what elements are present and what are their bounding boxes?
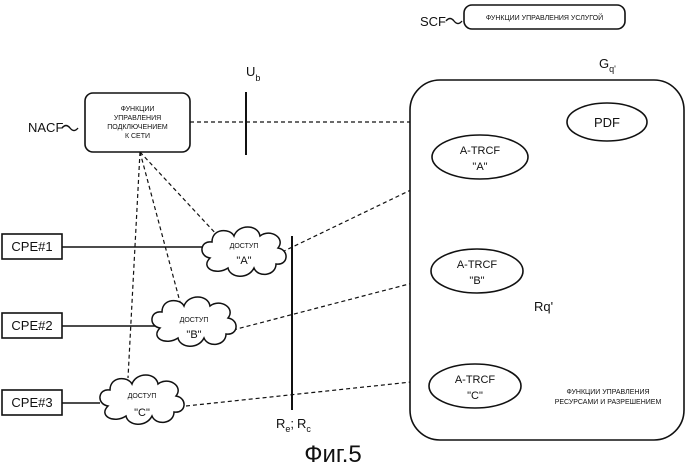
rq-label: Rq' — [534, 299, 553, 314]
trcf-b-tag: "B" — [469, 275, 484, 287]
access-b-tag: "B" — [186, 329, 201, 341]
nacf-box-line-1: ФУНКЦИИ — [121, 106, 155, 113]
cpe3-label: CPE#3 — [11, 395, 52, 410]
racf-caption-line-1: ФУНКЦИИ УПРАВЛЕНИЯ — [566, 389, 649, 396]
pdf-label: PDF — [594, 115, 620, 130]
access-b-word: ДОСТУП — [180, 317, 209, 324]
trcf-c-name: A-TRCF — [455, 374, 496, 386]
trcf-a-tag: "A" — [472, 161, 487, 173]
nacf-box-line-4: К СЕТИ — [125, 133, 150, 140]
access-c-word: ДОСТУП — [128, 393, 157, 400]
ub-label: Ub — [246, 64, 260, 83]
access-c-tag: "C" — [134, 407, 150, 419]
access-a-cloud — [202, 227, 286, 276]
nacf-box-line-2: УПРАВЛЕНИЯ — [114, 115, 161, 122]
trcf-a-name: A-TRCF — [460, 145, 501, 157]
nacf-access-c-link — [128, 152, 140, 378]
scf-label: SCF — [420, 14, 446, 29]
nacf-box-line-3: ПОДКЛЮЧЕНИЕМ — [107, 124, 168, 131]
access-c-trcf-link — [186, 380, 430, 406]
cpe2-label: CPE#2 — [11, 318, 52, 333]
scf-box-text: ФУНКЦИИ УПРАВЛЕНИЯ УСЛУГОЙ — [486, 13, 603, 22]
re-rc-label: Re;Rc — [276, 416, 311, 434]
trcf-b-name: A-TRCF — [457, 259, 498, 271]
scf-tilde — [446, 19, 462, 24]
access-a-word: ДОСТУП — [230, 243, 259, 250]
nacf-label: NACF — [28, 120, 63, 135]
nacf-box — [85, 93, 190, 152]
cpe1-label: CPE#1 — [11, 239, 52, 254]
nacf-tilde — [62, 126, 78, 131]
racf-caption-line-2: РЕСУРСАМИ И РАЗРЕШЕНИЕМ — [555, 399, 662, 406]
figure-caption: Фиг.5 — [304, 441, 362, 468]
gq-label: Gq' — [599, 56, 616, 74]
access-b-trcf-link — [233, 278, 432, 330]
nacf-access-b-link — [140, 152, 180, 302]
access-a-tag: "A" — [236, 255, 251, 267]
trcf-c-tag: "C" — [467, 390, 483, 402]
